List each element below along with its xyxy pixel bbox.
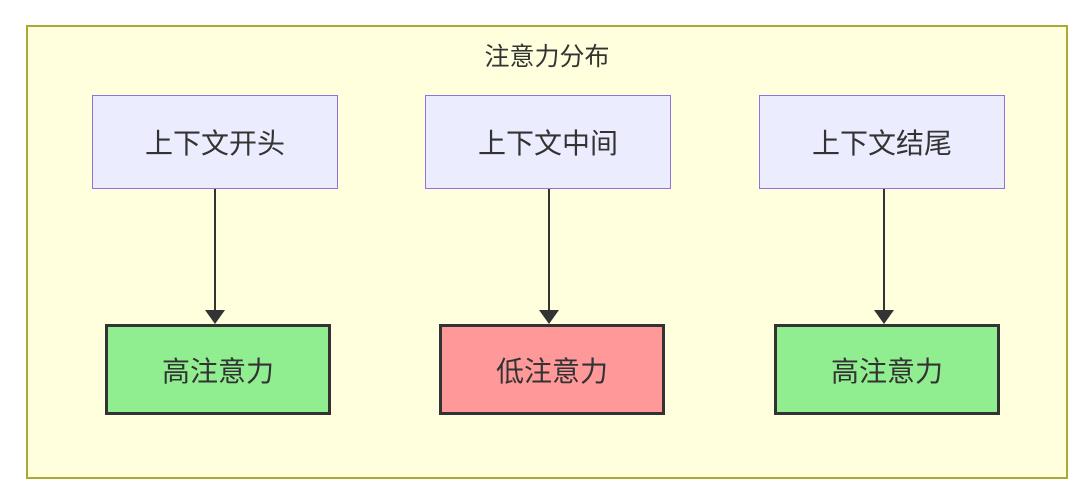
diagram-title: 注意力分布 (484, 42, 610, 71)
node-low-attention: 低注意力 (439, 324, 665, 415)
node-low-attention-label: 低注意力 (495, 354, 608, 388)
node-high-attention-2: 高注意力 (774, 324, 1000, 415)
node-context-middle: 上下文中间 (425, 95, 671, 189)
attention-distribution-container: 注意力分布 上下文开头 高注意力 上下文中间 低注意力 上下文结尾 高注意力 (26, 25, 1068, 479)
arrow-line-context-start (214, 189, 216, 310)
arrowhead-icon (205, 310, 225, 324)
node-high-attention-1: 高注意力 (105, 324, 331, 415)
node-context-start: 上下文开头 (92, 95, 338, 189)
arrowhead-icon (539, 310, 559, 324)
node-high-attention-2-label: 高注意力 (830, 354, 943, 388)
node-context-start-label: 上下文开头 (144, 127, 285, 160)
arrow-line-context-middle (548, 189, 550, 310)
node-high-attention-1-label: 高注意力 (161, 354, 274, 388)
node-context-middle-label: 上下文中间 (477, 127, 618, 160)
arrow-line-context-end (883, 189, 885, 310)
node-context-end: 上下文结尾 (759, 95, 1005, 189)
arrowhead-icon (874, 310, 894, 324)
node-context-end-label: 上下文结尾 (811, 127, 952, 160)
